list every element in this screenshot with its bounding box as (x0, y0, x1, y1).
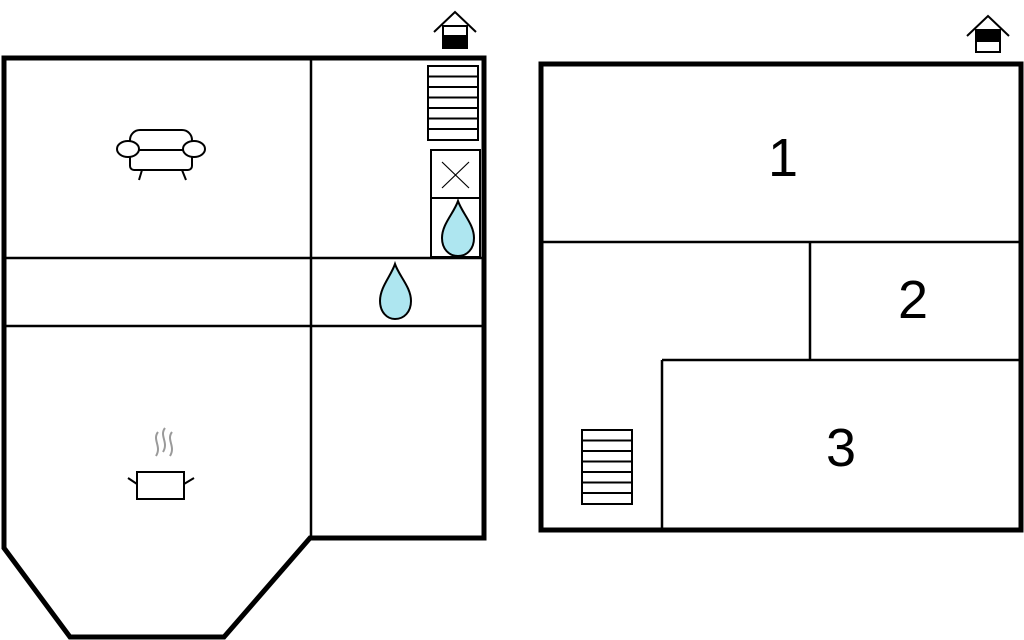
ground-floor-outer-wall (1, 55, 487, 640)
house-level-icon (433, 10, 477, 49)
ground-floor-interior-walls (4, 58, 484, 538)
sofa-icon (116, 129, 206, 181)
cross-icon (430, 149, 481, 199)
stairs-icon (427, 65, 479, 141)
room-label-3: 3 (826, 418, 856, 478)
room-label-1: 1 (768, 128, 798, 188)
upper-floor-interior-walls (541, 240, 1021, 530)
water-drop-icon (440, 197, 476, 258)
cooking-pot-icon (127, 427, 195, 500)
room-label-2: 2 (898, 270, 928, 330)
water-drop-icon (378, 260, 413, 321)
stairs-icon (581, 429, 633, 505)
ground-floor-plan (1, 10, 487, 640)
house-level-icon (966, 14, 1010, 53)
upper-floor-plan: 1 2 3 (538, 14, 1024, 533)
